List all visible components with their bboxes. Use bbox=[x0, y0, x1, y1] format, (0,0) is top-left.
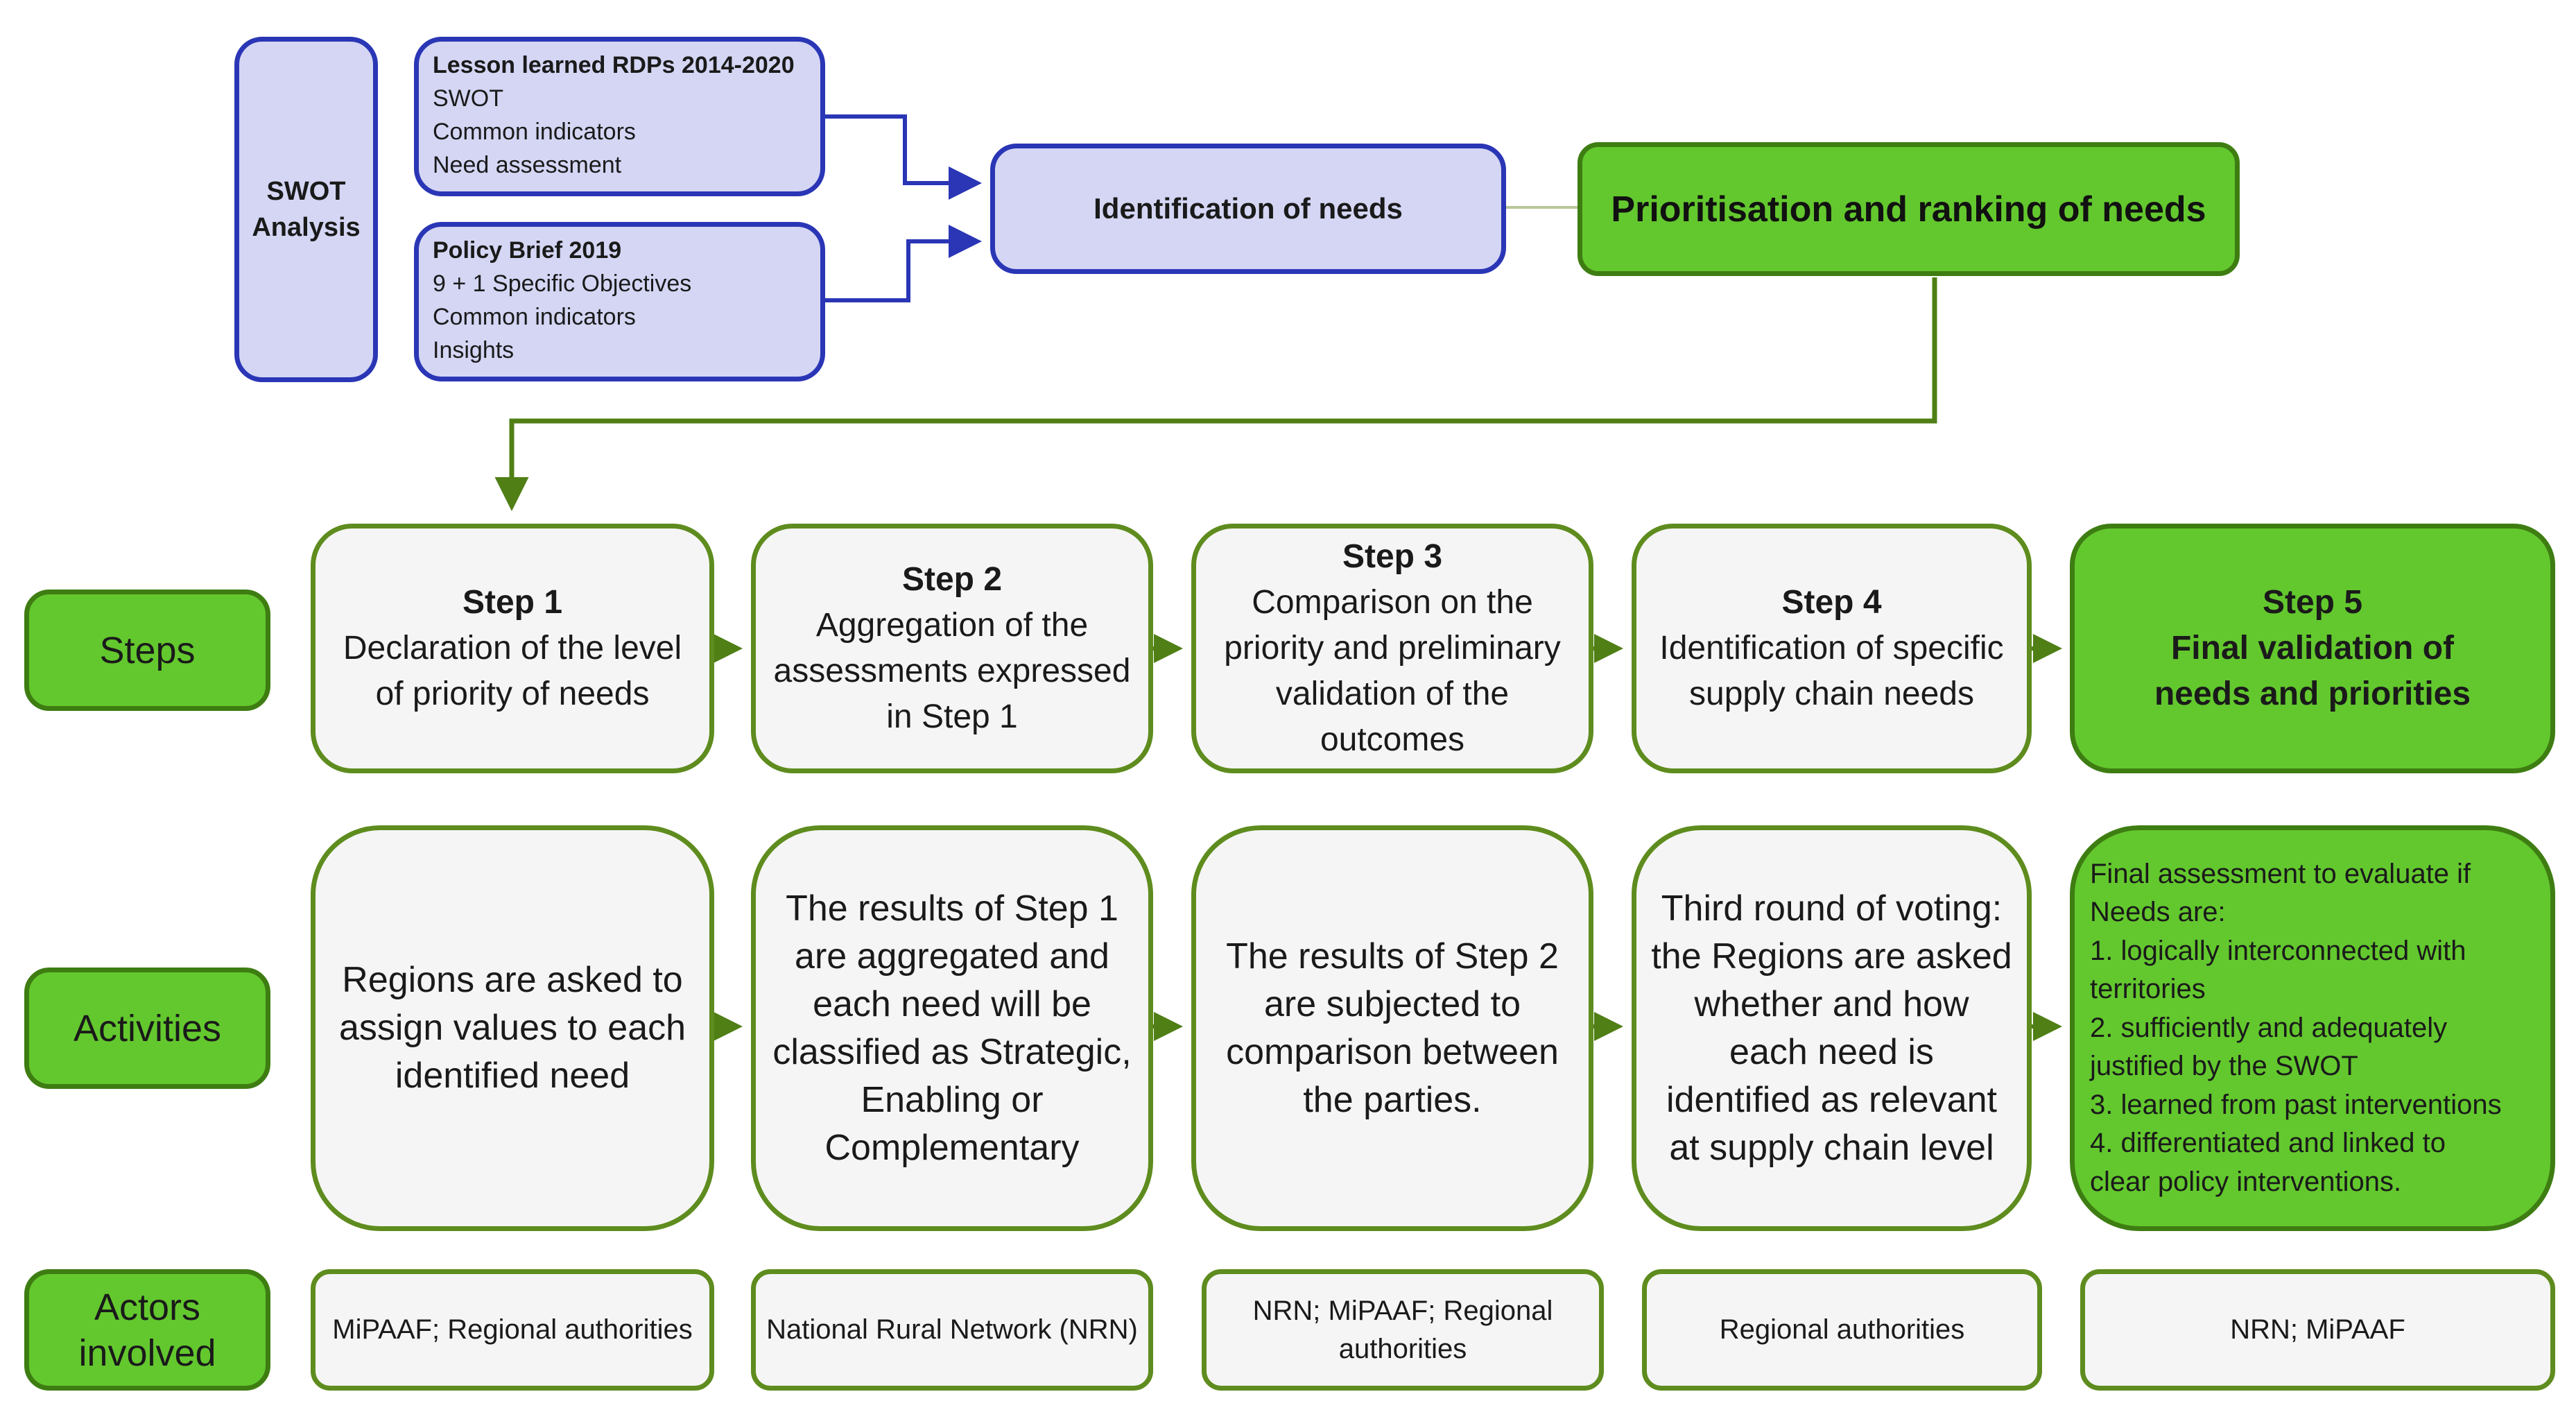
actor-text: Regional authorities bbox=[1719, 1314, 1965, 1345]
activity-box: Regions are asked to assign values to ea… bbox=[311, 825, 714, 1231]
activity-line: are aggregated and bbox=[795, 936, 1109, 977]
step-box: Step 3 Comparison on the priority and pr… bbox=[1191, 524, 1593, 773]
activity-line: identified as relevant bbox=[1666, 1079, 1997, 1120]
actor-box: Regional authorities bbox=[1642, 1269, 2042, 1391]
actor-box: MiPAAF; Regional authorities bbox=[311, 1269, 714, 1391]
activity-text: Regions are asked to assign values to ea… bbox=[327, 956, 698, 1100]
step-box: Step 1 Declaration of the level of prior… bbox=[311, 524, 714, 773]
activity-line: comparison between bbox=[1226, 1031, 1559, 1072]
activity-line: the parties. bbox=[1303, 1079, 1482, 1120]
activity-line: each need will be bbox=[813, 983, 1091, 1024]
activity-line: Complementary bbox=[824, 1127, 1080, 1168]
row-label-actors: Actors involved bbox=[24, 1269, 270, 1391]
activity-line: are subjected to bbox=[1263, 983, 1521, 1024]
activity-text: The results of Step 2 are subjected to c… bbox=[1213, 933, 1571, 1124]
actor-text: NRN; MiPAAF; Regional authorities bbox=[1252, 1295, 1553, 1364]
policy-brief-box: Policy Brief 2019 9 + 1 Specific Objecti… bbox=[414, 222, 825, 381]
swot-analysis-label: SWOT Analysis bbox=[252, 177, 361, 242]
prioritisation-label: Prioritisation and ranking of needs bbox=[1611, 189, 2206, 230]
step-title: Step 2 bbox=[901, 561, 1003, 598]
lesson-learned-title: Lesson learned RDPs 2014-2020 bbox=[433, 52, 795, 78]
step-box-final: Step 5 Final validation of needs and pri… bbox=[2070, 524, 2555, 773]
step-title: Step 5 bbox=[2262, 584, 2363, 621]
activity-line: The results of Step 1 bbox=[786, 888, 1118, 929]
step-description: Aggregation of the assessments expressed… bbox=[773, 607, 1131, 735]
row-label-activities-text: Activities bbox=[73, 1007, 222, 1049]
lesson-to-identification-arrow bbox=[825, 114, 982, 200]
activity-box: The results of Step 1 are aggregated and… bbox=[751, 825, 1153, 1231]
activity-line: whether and how bbox=[1694, 983, 1969, 1024]
row-label-activities: Activities bbox=[24, 968, 270, 1089]
activity-line: Needs are: bbox=[2090, 897, 2226, 928]
activity-text: Final assessment to evaluate if Needs ar… bbox=[2090, 855, 2502, 1202]
activity-box-final: Final assessment to evaluate if Needs ar… bbox=[2070, 825, 2555, 1231]
prioritisation-to-step1-arrow bbox=[494, 277, 1937, 511]
activity-box: The results of Step 2 are subjected to c… bbox=[1191, 825, 1593, 1231]
step-description: Declaration of the level of priority of … bbox=[343, 630, 682, 712]
activity-line: Third round of voting: bbox=[1661, 888, 2003, 929]
policy-brief-title: Policy Brief 2019 bbox=[433, 237, 622, 264]
step-content: Step 1 Declaration of the level of prior… bbox=[315, 580, 709, 717]
lesson-learned-item: Need assessment bbox=[433, 152, 622, 178]
actor-box: NRN; MiPAAF; Regional authorities bbox=[1202, 1269, 1604, 1391]
activity-line: Final assessment to evaluate if bbox=[2090, 858, 2471, 889]
activity-line: 4. differentiated and linked to bbox=[2090, 1128, 2446, 1159]
activity-text: Third round of voting: the Regions are a… bbox=[1639, 885, 2024, 1172]
policy-brief-item: 9 + 1 Specific Objectives bbox=[433, 270, 692, 297]
activity-text: The results of Step 1 are aggregated and… bbox=[760, 885, 1143, 1172]
activity-line: identified need bbox=[395, 1056, 630, 1096]
step-title: Step 3 bbox=[1342, 538, 1443, 575]
actor-box: NRN; MiPAAF bbox=[2080, 1269, 2555, 1391]
prioritisation-box: Prioritisation and ranking of needs bbox=[1577, 142, 2240, 276]
step-title: Step 1 bbox=[462, 584, 563, 621]
row-label-actors-text: Actors involved bbox=[78, 1286, 216, 1374]
activity-line: 1. logically interconnected with bbox=[2090, 935, 2466, 966]
step-box: Step 4 Identification of specific supply… bbox=[1632, 524, 2032, 773]
activity-line: Regions are asked to bbox=[342, 960, 683, 1000]
step-content: Step 5 Final validation of needs and pri… bbox=[2075, 580, 2550, 717]
step-title: Step 4 bbox=[1781, 584, 1882, 621]
activity-line: classified as Strategic, bbox=[772, 1031, 1132, 1072]
actor-text: National Rural Network (NRN) bbox=[766, 1314, 1138, 1345]
lesson-learned-box: Lesson learned RDPs 2014-2020 SWOT Commo… bbox=[414, 37, 825, 196]
step-content: Step 3 Comparison on the priority and pr… bbox=[1196, 534, 1589, 763]
lesson-learned-item: SWOT bbox=[433, 85, 503, 112]
actor-box: National Rural Network (NRN) bbox=[751, 1269, 1153, 1391]
activity-line: Enabling or bbox=[861, 1079, 1044, 1120]
step-box: Step 2 Aggregation of the assessments ex… bbox=[751, 524, 1153, 773]
step-content: Step 2 Aggregation of the assessments ex… bbox=[756, 557, 1148, 740]
row-label-steps-text: Steps bbox=[99, 629, 196, 671]
step-description: Final validation of needs and priorities bbox=[2154, 630, 2471, 712]
swot-analysis-box: SWOT Analysis bbox=[234, 37, 378, 382]
activity-line: 2. sufficiently and adequately bbox=[2090, 1012, 2448, 1043]
policy-brief-item: Insights bbox=[433, 337, 515, 363]
activity-line: the Regions are asked bbox=[1651, 936, 2012, 977]
step-content: Step 4 Identification of specific supply… bbox=[1636, 580, 2027, 717]
actor-text: MiPAAF; Regional authorities bbox=[332, 1314, 693, 1345]
step-description: Comparison on the priority and prelimina… bbox=[1224, 584, 1561, 758]
activity-line: assign values to each bbox=[338, 1008, 686, 1048]
activity-line: justified by the SWOT bbox=[2090, 1051, 2358, 1082]
lesson-learned-item: Common indicators bbox=[433, 119, 636, 145]
activity-line: 3. learned from past interventions bbox=[2090, 1089, 2502, 1120]
identification-of-needs-label: Identification of needs bbox=[1093, 192, 1403, 225]
activity-line: territories bbox=[2090, 974, 2206, 1005]
policy-brief-item: Common indicators bbox=[433, 304, 636, 330]
activity-line: The results of Step 2 bbox=[1226, 936, 1559, 977]
step-description: Identification of specific supply chain … bbox=[1659, 630, 2004, 712]
activity-line: at supply chain level bbox=[1669, 1127, 1994, 1168]
actor-text: NRN; MiPAAF bbox=[2230, 1314, 2405, 1345]
activity-line: each need is bbox=[1729, 1031, 1934, 1072]
policy-to-identification-arrow bbox=[825, 225, 982, 302]
activity-box: Third round of voting: the Regions are a… bbox=[1632, 825, 2032, 1231]
identification-of-needs-box: Identification of needs bbox=[990, 144, 1506, 274]
row-label-steps: Steps bbox=[24, 590, 270, 711]
activity-line: clear policy interventions. bbox=[2090, 1166, 2402, 1197]
